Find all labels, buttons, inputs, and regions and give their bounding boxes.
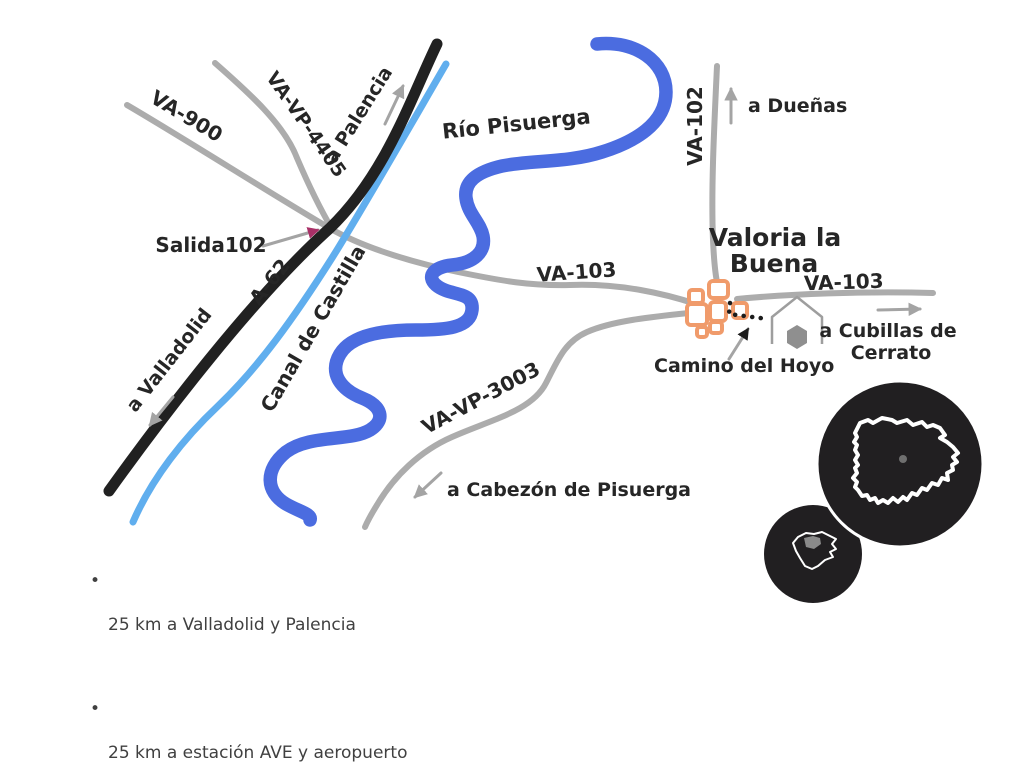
building <box>708 320 724 335</box>
building <box>708 300 728 323</box>
note-line: 25 km a Valladolid y Palencia <box>108 615 356 635</box>
camino-label: Camino del Hoyo <box>654 355 834 377</box>
va900-road <box>124 102 334 232</box>
va102-road <box>709 63 720 285</box>
camino-arrow <box>727 327 750 361</box>
valladolid-arrow <box>148 395 175 427</box>
town-label-line1: Valoria la <box>709 223 842 252</box>
vavp4405-road <box>212 60 335 232</box>
village-buildings <box>685 279 749 339</box>
building <box>687 288 705 305</box>
cabezon-arrow <box>413 471 443 499</box>
inset-region-circle <box>815 379 985 549</box>
rio-pisuerga-path <box>263 36 673 527</box>
hexagon-icon <box>787 325 807 349</box>
note-item: 25 km a estación AVE y aeropuerto Villan… <box>90 698 490 768</box>
region-location-dot <box>899 455 907 463</box>
note-item: 25 km a Valladolid y Palencia <box>90 570 490 680</box>
building <box>685 302 709 327</box>
va102-label: VA-102 <box>683 86 707 166</box>
town-label-line2: Buena <box>730 249 818 278</box>
notes-ul: 25 km a Valladolid y Palencia 25 km a es… <box>90 570 490 768</box>
va103-east-label: VA-103 <box>804 269 884 296</box>
va103-west-road <box>328 226 699 307</box>
notes-list: 25 km a Valladolid y Palencia 25 km a es… <box>90 570 490 768</box>
va103-west-label: VA-103 <box>536 257 617 286</box>
salida-label: Salida102 <box>155 233 266 257</box>
house-icon <box>770 295 824 344</box>
cubillas-label-line2: Cerrato <box>851 342 932 364</box>
cubillas-arrow <box>876 302 923 317</box>
cabezon-label: a Cabezón de Pisuerga <box>447 479 691 501</box>
note-line: 25 km a estación AVE y aeropuerto <box>108 743 408 763</box>
rio-pisuerga-label: Río Pisuerga <box>441 104 592 143</box>
salida-arrow <box>261 227 320 248</box>
inset-locator <box>764 379 985 603</box>
spain-region-highlight <box>804 536 821 549</box>
palencia-arrow <box>383 84 405 126</box>
building <box>695 325 709 339</box>
spain-outline <box>792 531 837 570</box>
va103-east-road <box>734 289 936 302</box>
vavp3003-road <box>362 310 692 530</box>
canal-de-castilla-path <box>129 60 450 526</box>
inset-spain-circle <box>764 505 862 603</box>
castilla-leon-outline <box>851 416 960 505</box>
building <box>707 279 730 300</box>
cubillas-label-line1: a Cubillas de <box>819 320 956 342</box>
duenas-label: a Dueñas <box>748 95 847 117</box>
